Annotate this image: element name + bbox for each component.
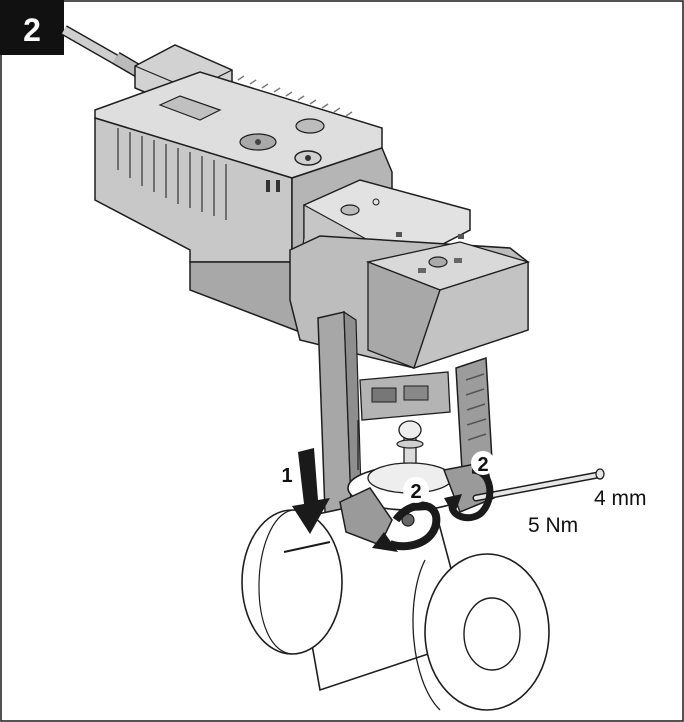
down-arrow-icon <box>283 448 331 553</box>
step-number: 2 <box>23 12 41 48</box>
callout-rotate-left: 2 <box>410 481 421 503</box>
step-badge: 2 <box>0 0 64 55</box>
callout-rotate-right: 2 <box>477 454 488 476</box>
rotate-arrow-icon <box>372 501 441 552</box>
torque-label: 5 Nm <box>528 514 578 537</box>
rotate-arrow-icon <box>444 466 494 522</box>
cable <box>61 25 144 79</box>
hex-key-icon <box>472 468 605 502</box>
callout-circle-left: 2 <box>403 477 429 503</box>
mounting-yoke <box>317 310 493 542</box>
tool-size-label: 4 mm <box>594 487 647 510</box>
callout-circle-right: 2 <box>471 451 495 476</box>
callout-push-down: 1 <box>281 465 292 487</box>
valve-body <box>241 462 550 711</box>
